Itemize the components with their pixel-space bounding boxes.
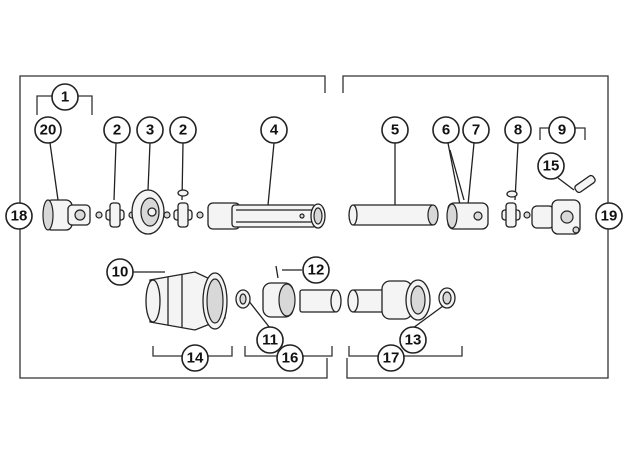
inner-yoke-part-7 [446,202,489,230]
callout-2b: 2 [169,116,197,144]
callout-12: 12 [302,256,330,284]
callout-6: 6 [432,116,460,144]
svg-text:10: 10 [112,264,129,281]
svg-text:1: 1 [61,89,69,106]
spring-pin-part-6 [449,149,465,201]
svg-text:13: 13 [405,332,422,349]
svg-text:8: 8 [514,122,522,139]
outer-tube-part-4 [207,202,326,230]
svg-text:18: 18 [11,208,28,225]
svg-text:7: 7 [472,122,480,139]
callout-17: 17 [377,344,405,372]
wide-angle-head-part-3 [131,189,165,235]
svg-text:3: 3 [146,122,154,139]
svg-text:12: 12 [308,262,325,279]
callout-2a: 2 [103,116,131,144]
yoke-part-20 [42,199,91,231]
svg-text:9: 9 [558,122,566,139]
cross-journal-part-8 [501,190,531,228]
bearing-ring-part-11 [235,289,251,309]
callout-16: 16 [276,344,304,372]
callout-14: 14 [181,344,209,372]
svg-text:2: 2 [113,122,121,139]
svg-text:16: 16 [282,350,299,367]
callout-9: 9 [548,116,576,144]
svg-text:19: 19 [601,208,618,225]
callout-19: 19 [595,202,623,230]
callout-11: 11 [256,326,284,354]
bearing-ring-part-13 [438,287,456,309]
svg-text:5: 5 [391,122,399,139]
callout-18: 18 [5,202,33,230]
callout-7: 7 [462,116,490,144]
svg-text:15: 15 [543,158,560,175]
svg-text:4: 4 [270,122,279,139]
svg-text:17: 17 [383,350,400,367]
svg-text:20: 20 [40,122,57,139]
clutch-part-9 [531,199,581,235]
inner-tube-part-5 [348,204,439,226]
callout-3: 3 [136,116,164,144]
cross-journal-part-2b [163,189,204,228]
callout-20: 20 [34,116,62,144]
callout-4: 4 [260,116,288,144]
svg-text:2: 2 [179,122,187,139]
outer-guard-part-16 [262,282,342,318]
shear-bolt-part-15 [574,174,596,194]
svg-text:11: 11 [262,332,278,349]
leader-lines [49,142,575,329]
callout-5: 5 [381,116,409,144]
callout-15: 15 [537,152,565,180]
svg-text:6: 6 [442,122,450,139]
outer-guard-cone-part-10 [145,271,228,331]
group-bracket-17 [348,346,463,357]
callout-8: 8 [504,116,532,144]
svg-text:14: 14 [187,350,204,367]
inner-guard-part-17 [347,279,431,321]
callout-10: 10 [106,258,134,286]
cross-journal-part-2a [95,202,136,228]
callout-13: 13 [399,326,427,354]
callout-1: 1 [51,83,79,111]
screw-part-12 [275,265,279,279]
